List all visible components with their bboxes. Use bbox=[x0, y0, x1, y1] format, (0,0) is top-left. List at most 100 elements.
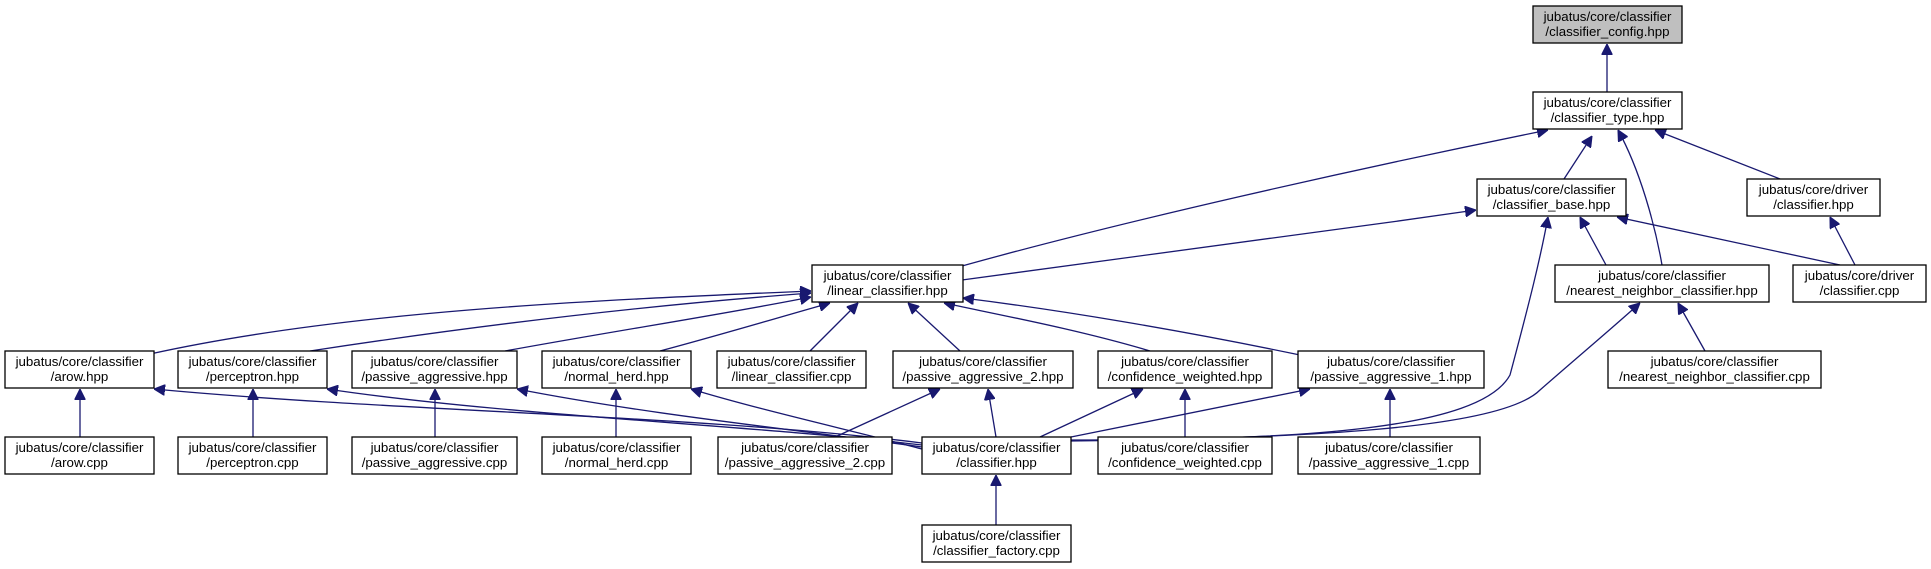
node-label-file: /linear_classifier.hpp bbox=[827, 283, 947, 298]
node-box bbox=[541, 436, 692, 475]
edge-path bbox=[1678, 303, 1706, 352]
node-passive-aggressive-cpp[interactable]: jubatus/core/classifier/passive_aggressi… bbox=[351, 436, 518, 475]
node-passive-aggressive-1-cpp[interactable]: jubatus/core/classifier/passive_aggressi… bbox=[1297, 436, 1481, 475]
node-label-path: jubatus/core/classifier bbox=[727, 354, 856, 369]
edge-path bbox=[944, 303, 1151, 352]
node-classifier-factory-cpp[interactable]: jubatus/core/classifier/classifier_facto… bbox=[921, 524, 1072, 563]
node-arow-hpp[interactable]: jubatus/core/classifier/arow.hpp bbox=[4, 350, 155, 389]
edge-classifier-hpp-to-passive-aggressive-1-hpp bbox=[1070, 389, 1310, 438]
node-label-file: /perceptron.cpp bbox=[206, 455, 298, 470]
node-box bbox=[921, 524, 1072, 563]
node-label-path: jubatus/core/driver bbox=[1758, 182, 1869, 197]
node-box bbox=[1532, 91, 1683, 130]
node-label-path: jubatus/core/classifier bbox=[1543, 95, 1672, 110]
node-label-file: /classifier_factory.cpp bbox=[933, 543, 1060, 558]
edge-path bbox=[1617, 217, 1841, 266]
edge-path bbox=[809, 303, 858, 352]
edge-path bbox=[1070, 389, 1310, 438]
node-passive-aggressive-2-cpp[interactable]: jubatus/core/classifier/passive_aggressi… bbox=[717, 436, 893, 475]
node-box bbox=[177, 350, 328, 389]
node-linear-classifier-hpp[interactable]: jubatus/core/classifier/linear_classifie… bbox=[811, 264, 964, 303]
node-box bbox=[1607, 350, 1822, 389]
node-label-file: /classifier.cpp bbox=[1820, 283, 1900, 298]
edge-path bbox=[834, 389, 940, 438]
node-label-path: jubatus/core/classifier bbox=[918, 354, 1047, 369]
edge-linear-classifier-cpp-to-linear-classifier-hpp bbox=[809, 303, 858, 352]
node-label-file: /classifier_base.hpp bbox=[1493, 197, 1611, 212]
node-driver-classifier-cpp[interactable]: jubatus/core/driver/classifier.cpp bbox=[1792, 264, 1927, 303]
node-box bbox=[892, 350, 1074, 389]
edge-passive-aggressive-2-hpp-to-linear-classifier-hpp bbox=[908, 303, 961, 352]
node-label-path: jubatus/core/classifier bbox=[1326, 354, 1455, 369]
node-passive-aggressive-hpp[interactable]: jubatus/core/classifier/passive_aggressi… bbox=[351, 350, 518, 389]
node-label-file: /passive_aggressive_2.hpp bbox=[902, 369, 1063, 384]
edge-confidence-weighted-hpp-to-linear-classifier-hpp bbox=[944, 303, 1151, 352]
edge-perceptron-hpp-to-linear-classifier-hpp bbox=[309, 293, 811, 352]
node-label-file: /nearest_neighbor_classifier.cpp bbox=[1619, 369, 1810, 384]
node-label-file: /nearest_neighbor_classifier.hpp bbox=[1566, 283, 1757, 298]
node-box bbox=[1097, 436, 1273, 475]
edge-path bbox=[961, 130, 1548, 267]
edge-path bbox=[659, 303, 830, 352]
node-label-file: /linear_classifier.cpp bbox=[732, 369, 852, 384]
node-box bbox=[351, 436, 518, 475]
node-normal-herd-cpp[interactable]: jubatus/core/classifier/normal_herd.cpp bbox=[541, 436, 692, 475]
node-label-path: jubatus/core/classifier bbox=[552, 440, 681, 455]
node-box bbox=[717, 436, 893, 475]
edge-passive-aggressive-2-cpp-to-passive-aggressive-2-hpp bbox=[834, 389, 940, 438]
node-label-path: jubatus/core/classifier bbox=[1487, 182, 1616, 197]
node-label-file: /passive_aggressive_1.cpp bbox=[1309, 455, 1469, 470]
node-label-file: /classifier_type.hpp bbox=[1551, 110, 1665, 125]
node-linear-classifier-cpp[interactable]: jubatus/core/classifier/linear_classifie… bbox=[716, 350, 867, 389]
edge-classifier-base-hpp-to-classifier-type-hpp bbox=[1563, 136, 1592, 180]
node-nearest-neighbor-classifier-cpp[interactable]: jubatus/core/classifier/nearest_neighbor… bbox=[1607, 350, 1822, 389]
node-label-path: jubatus/core/classifier bbox=[740, 440, 869, 455]
node-perceptron-hpp[interactable]: jubatus/core/classifier/perceptron.hpp bbox=[177, 350, 328, 389]
edge-linear-classifier-hpp-to-classifier-type-hpp bbox=[961, 130, 1548, 267]
node-box bbox=[1792, 264, 1927, 303]
node-label-path: jubatus/core/classifier bbox=[188, 354, 317, 369]
edge-path bbox=[154, 389, 923, 444]
node-perceptron-cpp[interactable]: jubatus/core/classifier/perceptron.cpp bbox=[177, 436, 328, 475]
node-normal-herd-hpp[interactable]: jubatus/core/classifier/normal_herd.hpp bbox=[541, 350, 692, 389]
node-box bbox=[351, 350, 518, 389]
node-box bbox=[1554, 264, 1770, 303]
node-classifier-hpp[interactable]: jubatus/core/classifier/classifier.hpp bbox=[921, 436, 1072, 475]
node-label-path: jubatus/core/driver bbox=[1804, 268, 1915, 283]
node-label-path: jubatus/core/classifier bbox=[1120, 354, 1249, 369]
edge-classifier-hpp-to-classifier-base-hpp bbox=[1070, 217, 1548, 441]
node-box bbox=[541, 350, 692, 389]
edge-passive-aggressive-1-hpp-to-linear-classifier-hpp bbox=[963, 298, 1301, 356]
node-box bbox=[1097, 350, 1273, 389]
edge-path bbox=[1563, 136, 1592, 180]
nodes-layer: jubatus/core/classifier/classifier_confi… bbox=[4, 5, 1927, 563]
node-label-file: /perceptron.hpp bbox=[206, 369, 299, 384]
node-label-file: /passive_aggressive_1.hpp bbox=[1310, 369, 1471, 384]
node-classifier-config-hpp: jubatus/core/classifier/classifier_confi… bbox=[1532, 5, 1683, 44]
edge-nearest-neighbor-classifier-hpp-to-classifier-base-hpp bbox=[1580, 217, 1607, 266]
node-nearest-neighbor-classifier-hpp[interactable]: jubatus/core/classifier/nearest_neighbor… bbox=[1554, 264, 1770, 303]
node-classifier-base-hpp[interactable]: jubatus/core/classifier/classifier_base.… bbox=[1476, 178, 1627, 217]
edges-layer bbox=[80, 44, 1856, 525]
edge-path bbox=[963, 298, 1301, 356]
edge-classifier-hpp-to-arow-hpp bbox=[154, 389, 923, 444]
node-passive-aggressive-2-hpp[interactable]: jubatus/core/classifier/passive_aggressi… bbox=[892, 350, 1074, 389]
node-label-file: /classifier.hpp bbox=[956, 455, 1037, 470]
edge-path bbox=[309, 293, 811, 352]
node-label-file: /classifier_config.hpp bbox=[1545, 24, 1669, 39]
node-label-path: jubatus/core/classifier bbox=[15, 354, 144, 369]
edge-driver-classifier-cpp-to-driver-classifier-hpp bbox=[1829, 217, 1856, 266]
node-classifier-type-hpp[interactable]: jubatus/core/classifier/classifier_type.… bbox=[1532, 91, 1683, 130]
node-confidence-weighted-hpp[interactable]: jubatus/core/classifier/confidence_weigh… bbox=[1097, 350, 1273, 389]
node-arow-cpp[interactable]: jubatus/core/classifier/arow.cpp bbox=[4, 436, 155, 475]
node-label-path: jubatus/core/classifier bbox=[370, 354, 499, 369]
node-passive-aggressive-1-hpp[interactable]: jubatus/core/classifier/passive_aggressi… bbox=[1297, 350, 1485, 389]
edge-path bbox=[1829, 217, 1856, 266]
edge-path bbox=[1070, 217, 1548, 441]
node-label-file: /arow.hpp bbox=[51, 369, 109, 384]
node-label-path: jubatus/core/classifier bbox=[370, 440, 499, 455]
node-driver-classifier-hpp[interactable]: jubatus/core/driver/classifier.hpp bbox=[1746, 178, 1881, 217]
edge-classifier-hpp-to-passive-aggressive-2-hpp bbox=[988, 389, 997, 438]
node-label-file: /confidence_weighted.hpp bbox=[1108, 369, 1263, 384]
node-confidence-weighted-cpp[interactable]: jubatus/core/classifier/confidence_weigh… bbox=[1097, 436, 1273, 475]
